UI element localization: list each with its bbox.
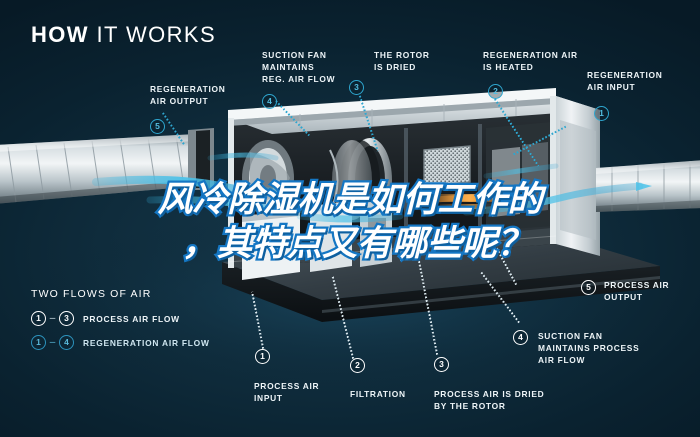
- badge-process-air-dried[interactable]: 3: [434, 357, 449, 372]
- legend-row-process-air-flow: 1 – 3 PROCESS AIR FLOW: [31, 311, 210, 326]
- callout-process-air-input: PROCESS AIR INPUT: [254, 381, 320, 403]
- legend-label-process-air-flow: PROCESS AIR FLOW: [83, 313, 180, 324]
- callout-filtration: FILTRATION: [350, 389, 406, 399]
- legend-title: TWO FLOWS OF AIR: [31, 288, 152, 300]
- badge-rotor-is-dried[interactable]: 3: [349, 80, 364, 95]
- badge-process-air-input[interactable]: 1: [255, 349, 270, 364]
- legend-dash-1: –: [49, 313, 56, 324]
- badge-suction-fan-process[interactable]: 4: [513, 330, 528, 345]
- title-light: IT WORKS: [88, 22, 217, 47]
- callout-regeneration-air-heated: REGENERATION AIR IS HEATED: [483, 50, 578, 72]
- badge-filtration[interactable]: 2: [350, 358, 365, 373]
- legend-badge-to-3: 3: [59, 311, 74, 326]
- callout-rotor-is-dried: THE ROTOR IS DRIED: [374, 50, 430, 72]
- legend-badge-to-4: 4: [59, 335, 74, 350]
- legend-label-regeneration-air-flow: REGENERATION AIR FLOW: [83, 337, 210, 348]
- badge-regeneration-air-heated[interactable]: 2: [488, 84, 503, 99]
- legend-dash-2: –: [49, 337, 56, 348]
- callout-regeneration-air-input: REGENERATION AIR INPUT: [587, 70, 663, 92]
- legend: TWO FLOWS OF AIR 1 – 3 PROCESS AIR FLOW …: [31, 288, 210, 359]
- title-strong: HOW: [31, 22, 89, 47]
- callout-suction-fan-process: SUCTION FAN MAINTAINS PROCESS AIR FLOW: [538, 331, 640, 365]
- callout-process-air-output: PROCESS AIR OUTPUT: [604, 280, 670, 302]
- callout-suction-fan-reg: SUCTION FAN MAINTAINS REG. AIR FLOW: [262, 50, 336, 84]
- legend-badge-from-1: 1: [31, 311, 46, 326]
- callout-regeneration-air-output: REGENERATION AIR OUTPUT: [150, 84, 226, 106]
- legend-badge-from-1-blue: 1: [31, 335, 46, 350]
- badge-regeneration-air-input[interactable]: 1: [594, 106, 609, 121]
- legend-row-regeneration-air-flow: 1 – 4 REGENERATION AIR FLOW: [31, 335, 210, 350]
- badge-process-air-output[interactable]: 5: [581, 280, 596, 295]
- badge-regeneration-air-output[interactable]: 5: [150, 119, 165, 134]
- badge-suction-fan-reg[interactable]: 4: [262, 94, 277, 109]
- page-title: HOW IT WORKS: [31, 24, 216, 46]
- callout-process-air-dried: PROCESS AIR IS DRIED BY THE ROTOR: [434, 389, 545, 411]
